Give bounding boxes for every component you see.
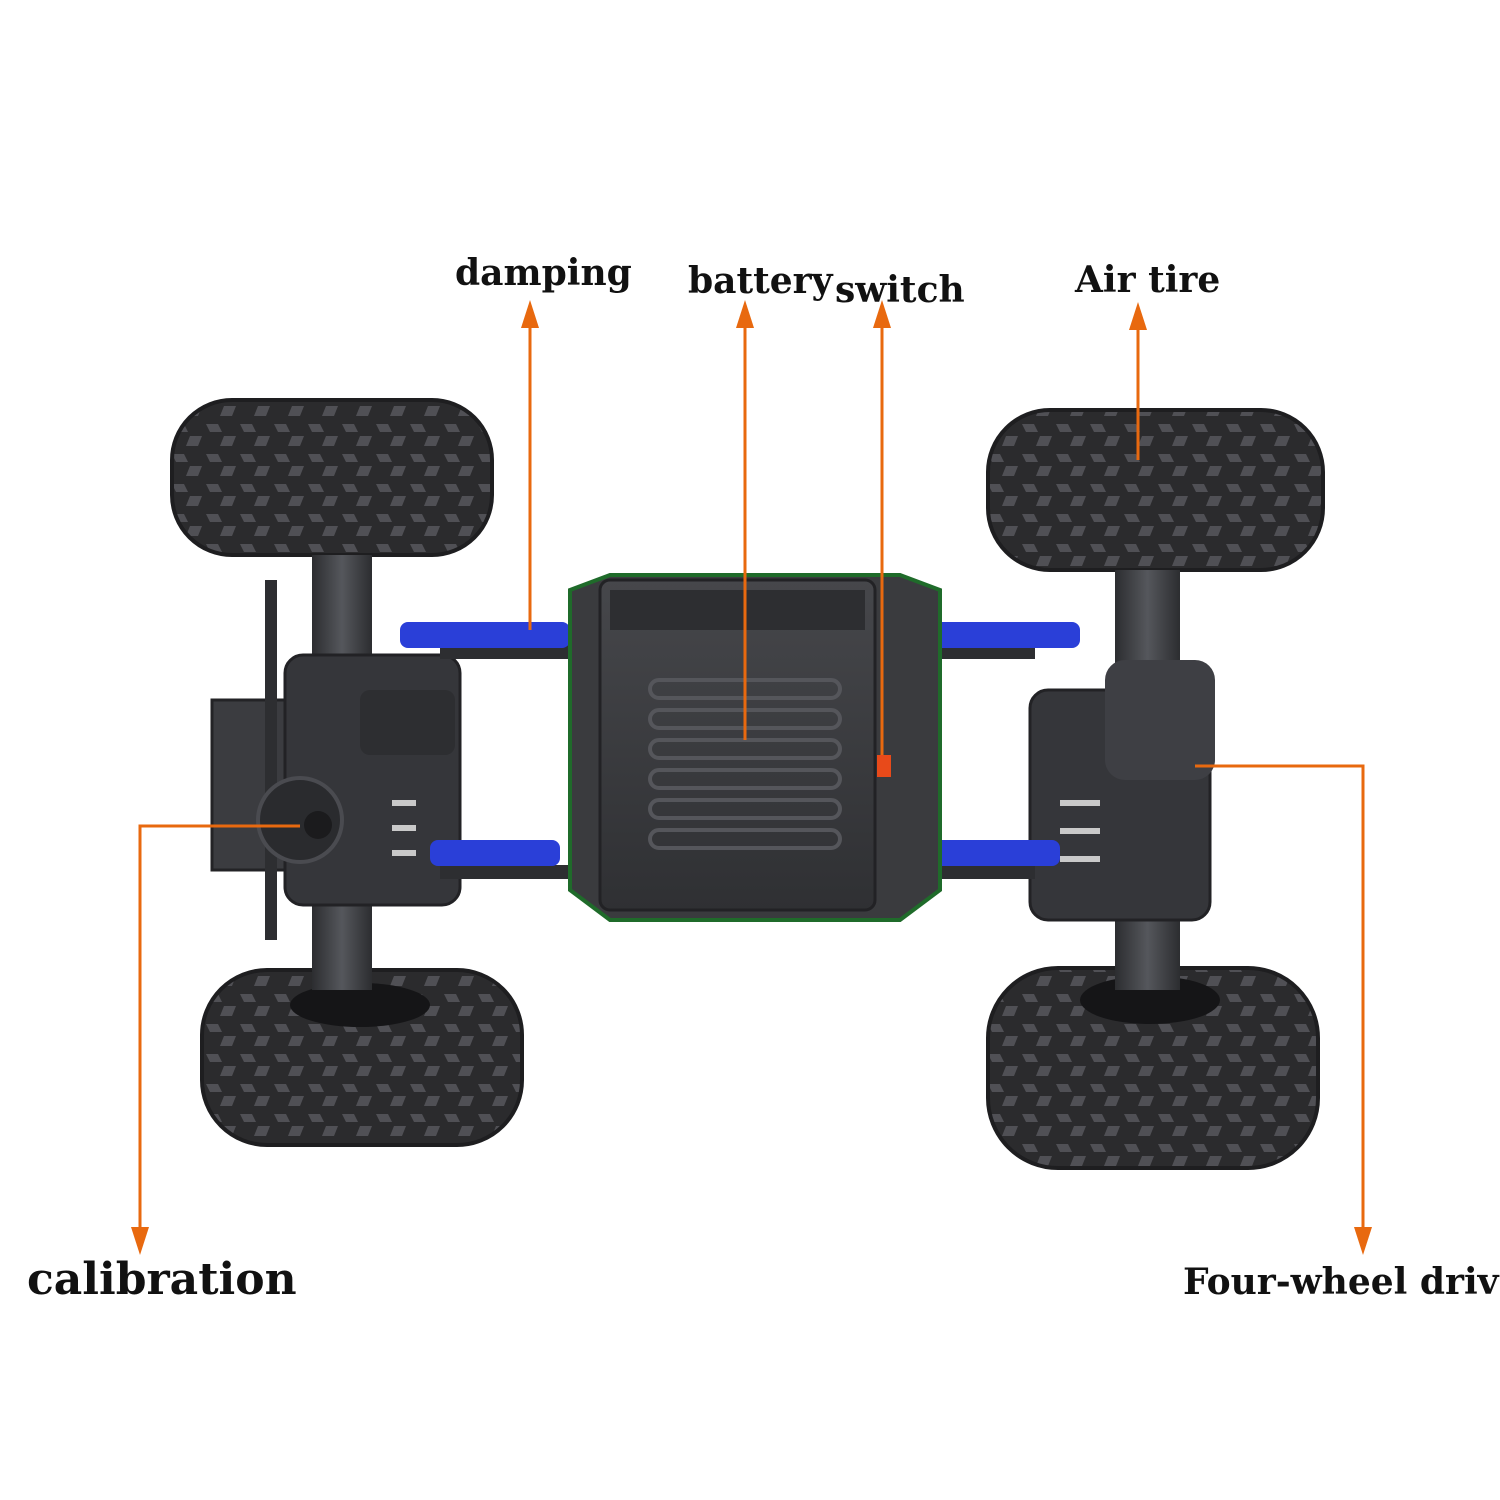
label-air-tire: Air tire xyxy=(1075,259,1221,301)
power-switch-marker xyxy=(877,755,891,777)
shock-absorbers xyxy=(400,622,1080,866)
tire-front-right xyxy=(986,408,1325,572)
tire-front-left xyxy=(170,398,494,557)
tire-rear-left xyxy=(200,968,524,1147)
label-switch: switch xyxy=(835,269,965,311)
left-axle-assembly xyxy=(210,555,462,990)
callout-arrowheads xyxy=(131,300,1372,1255)
label-battery: battery xyxy=(688,260,833,302)
label-four-wheel-drive: Four-wheel drive xyxy=(1183,1261,1500,1303)
chassis-body xyxy=(568,573,942,922)
label-calibration: calibration xyxy=(27,1254,297,1305)
right-axle-assembly xyxy=(1028,570,1215,990)
tire-rear-right xyxy=(986,966,1320,1170)
callout-lines xyxy=(138,318,1365,1238)
label-damping: damping xyxy=(455,252,632,294)
